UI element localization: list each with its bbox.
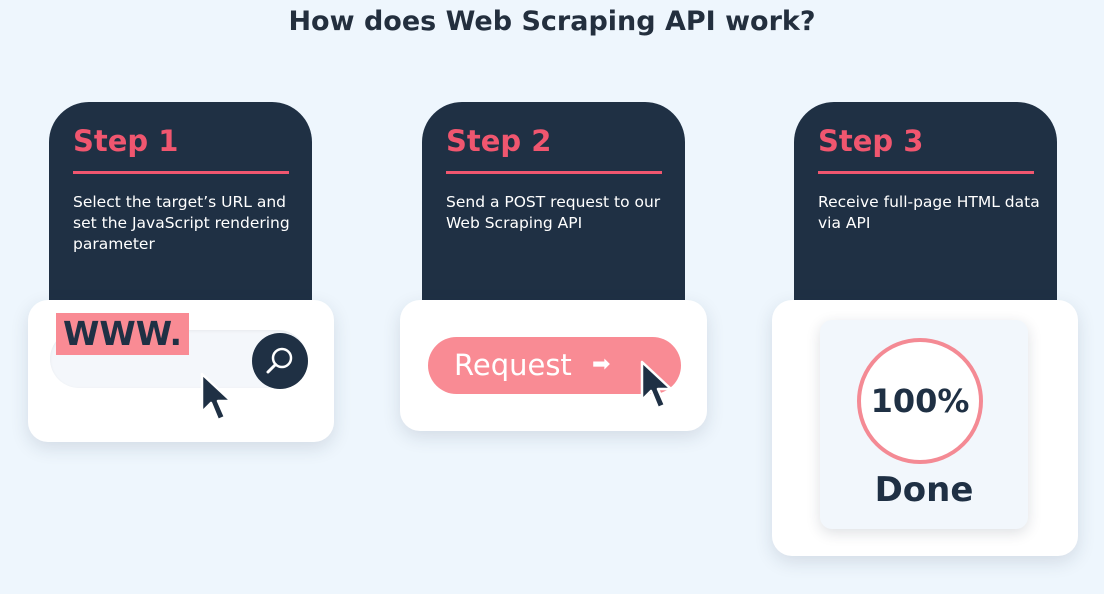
request-button-label: Request bbox=[454, 348, 572, 382]
mouse-cursor-icon bbox=[640, 360, 673, 410]
step-2-description: Send a POST request to our Web Scraping … bbox=[446, 193, 661, 232]
step-2-divider bbox=[446, 171, 662, 174]
step-1-divider bbox=[73, 171, 289, 174]
step-2-card: Step 2 Send a POST request to our Web Sc… bbox=[422, 102, 685, 302]
step-1-demo-panel: WWW. bbox=[28, 300, 334, 442]
status-text: Done bbox=[874, 470, 974, 510]
step-2-label: Step 2 bbox=[446, 124, 552, 158]
search-icon bbox=[266, 347, 293, 374]
step-3-label: Step 3 bbox=[818, 124, 924, 158]
step-1-description: Select the target’s URL and set the Java… bbox=[73, 193, 290, 253]
arrow-right-icon: ➡ bbox=[592, 352, 611, 377]
step-1-label: Step 1 bbox=[73, 124, 179, 158]
step-3-divider bbox=[818, 171, 1034, 174]
page-title: How does Web Scraping API work? bbox=[288, 6, 816, 37]
step-3-card: Step 3 Receive full-page HTML data via A… bbox=[794, 102, 1057, 302]
request-button[interactable]: Request ➡ bbox=[428, 337, 681, 394]
step-3-demo-panel: 100% Done bbox=[772, 300, 1078, 556]
progress-percent: 100% bbox=[870, 382, 970, 420]
mouse-cursor-icon bbox=[200, 372, 233, 422]
result-card: 100% Done bbox=[820, 320, 1028, 529]
step-3-description: Receive full-page HTML data via API bbox=[818, 193, 1040, 232]
search-button[interactable] bbox=[252, 333, 308, 389]
url-text-highlight: WWW. bbox=[56, 313, 190, 355]
step-2-demo-panel: Request ➡ bbox=[400, 300, 707, 431]
step-1-card: Step 1 Select the target’s URL and set t… bbox=[49, 102, 312, 302]
progress-ring: 100% bbox=[857, 338, 983, 464]
